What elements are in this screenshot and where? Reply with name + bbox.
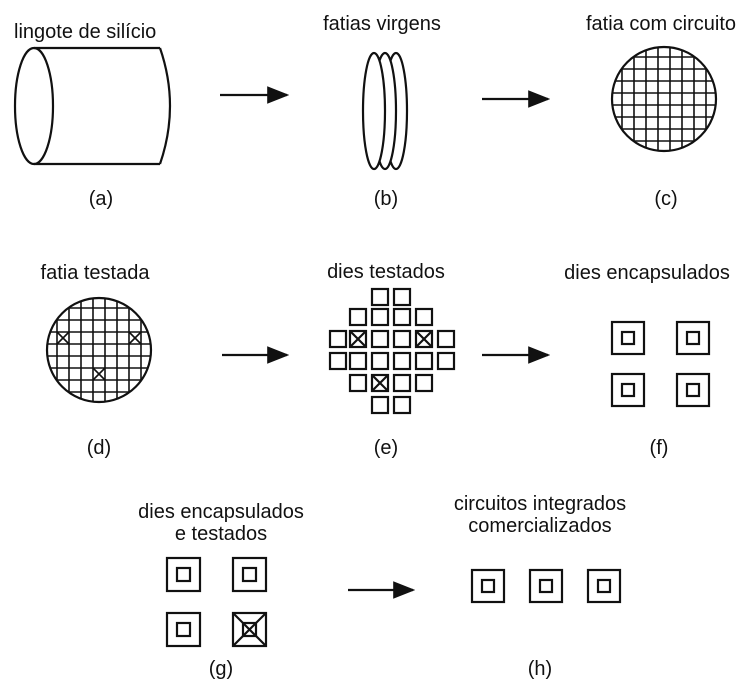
- stage-g-title-line2: e testados: [175, 523, 267, 545]
- defective-die: [348, 329, 368, 349]
- die: [414, 307, 434, 327]
- packaged-dies-icon: [610, 320, 711, 408]
- stage-e-title: dies testados: [327, 261, 445, 283]
- stage-c: fatia com circuito (c): [586, 13, 736, 210]
- die: [370, 307, 390, 327]
- integrated-circuits-icon: [470, 568, 622, 604]
- stage-b: fatias virgens (b): [323, 13, 441, 210]
- die: [370, 287, 390, 307]
- die: [370, 395, 390, 415]
- die: [328, 351, 348, 371]
- stage-b-title: fatias virgens: [323, 13, 441, 35]
- defect-mark: [349, 330, 367, 348]
- die: [370, 351, 390, 371]
- die: [328, 329, 348, 349]
- stage-d: fatia testada (d): [41, 262, 153, 459]
- blank-wafers-icon: [361, 51, 409, 171]
- die: [348, 307, 368, 327]
- tested-wafer-icon: [45, 296, 153, 404]
- die: [370, 329, 390, 349]
- stage-b-caption: (b): [374, 188, 398, 210]
- die: [348, 373, 368, 393]
- die: [392, 395, 412, 415]
- die: [348, 351, 368, 371]
- die: [392, 329, 412, 349]
- stage-g-caption: (g): [209, 658, 233, 680]
- die: [436, 351, 456, 371]
- defect-mark: [415, 330, 433, 348]
- defect-mark: [371, 374, 389, 392]
- stage-c-title: fatia com circuito: [586, 13, 736, 35]
- stage-e: dies testados (e): [327, 261, 456, 459]
- die: [392, 373, 412, 393]
- stage-e-caption: (e): [374, 437, 398, 459]
- tested-dies-icon: [328, 287, 456, 415]
- stage-f: dies encapsulados (f): [564, 262, 730, 459]
- stage-d-title: fatia testada: [41, 262, 151, 284]
- stage-h: circuitos integrados comercializados (h): [454, 493, 626, 680]
- stage-c-caption: (c): [654, 188, 677, 210]
- defective-die: [370, 373, 390, 393]
- stage-f-title: dies encapsulados: [564, 262, 730, 284]
- die: [392, 307, 412, 327]
- die: [414, 373, 434, 393]
- die: [392, 351, 412, 371]
- silicon-ingot-icon: [13, 46, 172, 166]
- stage-h-title-line2: comercializados: [468, 515, 611, 537]
- defective-die: [414, 329, 434, 349]
- stage-g: dies encapsulados e testados (g): [138, 501, 304, 680]
- die: [392, 287, 412, 307]
- stage-f-caption: (f): [650, 437, 669, 459]
- stage-a-caption: (a): [89, 188, 113, 210]
- stage-h-caption: (h): [528, 658, 552, 680]
- stage-a-title: lingote de silício: [14, 21, 156, 43]
- die: [436, 329, 456, 349]
- die: [414, 351, 434, 371]
- stage-d-caption: (d): [87, 437, 111, 459]
- packaged-tested-dies-icon: [165, 556, 268, 648]
- stage-h-title-line1: circuitos integrados: [454, 493, 626, 515]
- stage-a: lingote de silício (a): [13, 21, 172, 210]
- circuit-wafer-icon: [610, 45, 718, 153]
- stage-g-title-line1: dies encapsulados: [138, 501, 304, 523]
